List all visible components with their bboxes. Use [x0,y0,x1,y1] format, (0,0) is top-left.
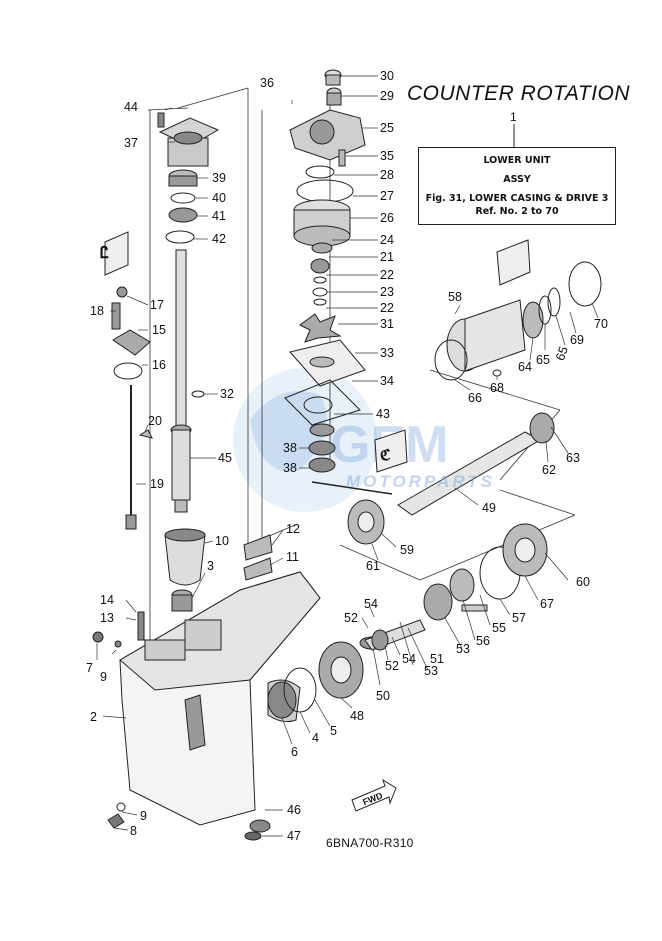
callout-4: 4 [312,731,319,745]
callout-57: 57 [512,611,526,625]
callout-21: 21 [380,250,394,264]
callout-18: 18 [90,304,104,318]
callout-54-a: 54 [364,597,378,611]
callout-58: 58 [448,290,462,304]
callout-46: 46 [287,803,301,817]
callout-26: 26 [380,211,394,225]
callout-38-a: 38 [283,441,297,455]
info-box-ref-number: 1 [510,110,517,124]
callout-29: 29 [380,89,394,103]
info-box: LOWER UNIT ASSY Fig. 31, LOWER CASING & … [418,147,616,225]
leader-lines [96,75,599,837]
callout-15: 15 [152,323,166,337]
svg-text:Ꮭ: Ꮭ [100,245,109,262]
info-box-line-4: Ref. No. 2 to 70 [475,206,559,217]
callout-35: 35 [380,149,394,163]
callout-11: 11 [286,550,299,564]
drive-shaft-stack: Ꮭ [100,112,220,530]
gear-assemblies: ℭ [267,239,602,723]
diagram-title: COUNTER ROTATION [407,82,631,105]
lower-casing [92,528,321,841]
callout-49: 49 [482,501,496,515]
callout-40: 40 [212,191,226,205]
callout-6: 6 [291,745,298,759]
callout-32: 32 [220,387,234,401]
callout-70: 70 [594,317,608,331]
callout-63: 63 [566,451,580,465]
callout-44: 44 [124,100,138,114]
callout-55: 55 [492,621,506,635]
callout-labels: 30 29 25 35 28 27 26 24 21 22 23 22 31 3… [86,69,608,843]
callout-41: 41 [212,209,226,223]
callout-64: 64 [518,360,532,374]
info-box-line-1: LOWER UNIT [483,155,551,166]
callout-27: 27 [380,189,394,203]
callout-69: 69 [570,333,584,347]
water-pump-stack [284,69,393,495]
callout-12: 12 [286,522,300,536]
callout-62: 62 [542,463,556,477]
callout-47: 47 [287,829,301,843]
callout-61: 61 [366,559,380,573]
info-box-line-3: Fig. 31, LOWER CASING & DRIVE 3 [425,193,609,204]
callout-30: 30 [380,69,394,83]
callout-65-a: 65 [553,345,571,363]
callout-9-a: 9 [100,670,107,684]
info-box-line-2: ASSY [503,174,531,185]
callout-52-b: 52 [385,659,399,673]
callout-20: 20 [148,414,162,428]
callout-53-b: 53 [424,664,438,678]
callout-8: 8 [130,824,137,838]
callout-22-b: 22 [380,301,394,315]
callout-36: 36 [260,76,274,90]
callout-42: 42 [212,232,226,246]
svg-text:ℭ: ℭ [380,447,391,464]
callout-67: 67 [540,597,554,611]
callout-13: 13 [100,611,114,625]
callout-25: 25 [380,121,394,135]
callout-53-a: 53 [456,642,470,656]
callout-68: 68 [490,381,504,395]
callout-50: 50 [376,689,390,703]
callout-52-a: 52 [344,611,358,625]
callout-3: 3 [207,559,214,573]
diagram-code: 6BNA700-R310 [326,836,414,850]
callout-54-b: 54 [402,652,416,666]
callout-66: 66 [468,391,482,405]
callout-28: 28 [380,168,394,182]
callout-24: 24 [380,233,394,247]
callout-37: 37 [124,136,138,150]
callout-65-b: 65 [536,353,550,367]
callout-33: 33 [380,346,394,360]
callout-7: 7 [86,661,93,675]
callout-38-b: 38 [283,461,297,475]
callout-22-a: 22 [380,268,394,282]
callout-45: 45 [218,451,232,465]
callout-17: 17 [150,298,164,312]
callout-51: 51 [430,652,444,666]
watermark-text: MOTORPARTS [346,472,496,491]
callout-39: 39 [212,171,226,185]
callout-31: 31 [380,317,394,331]
callout-23: 23 [380,285,394,299]
callout-10: 10 [215,534,229,548]
callout-5: 5 [330,724,337,738]
callout-16: 16 [152,358,166,372]
callout-14: 14 [100,593,114,607]
callout-48: 48 [350,709,364,723]
callout-56: 56 [476,634,490,648]
callout-19: 19 [150,477,164,491]
callout-59: 59 [400,543,414,557]
callout-60: 60 [576,575,590,589]
callout-43: 43 [376,407,390,421]
callout-2: 2 [90,710,97,724]
callout-9-b: 9 [140,809,147,823]
callout-34: 34 [380,374,394,388]
